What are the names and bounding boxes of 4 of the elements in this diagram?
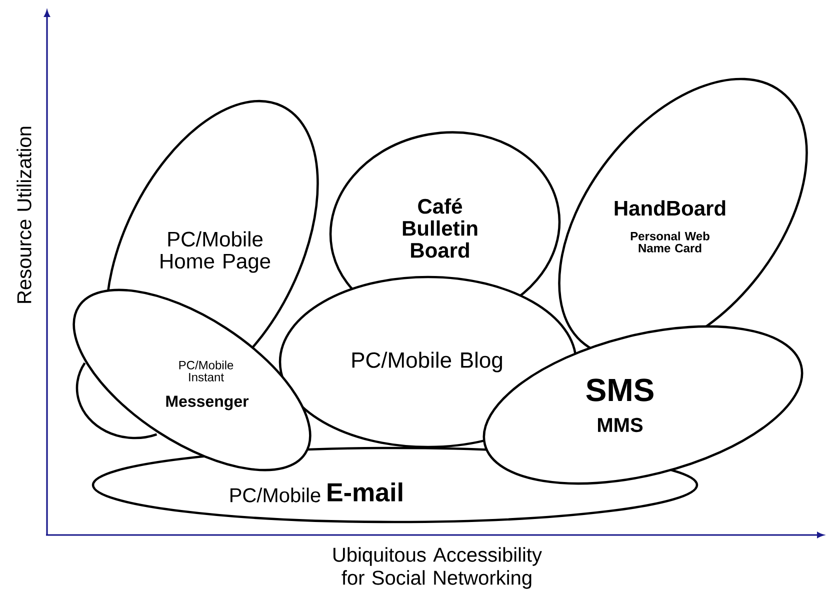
node-label: MMS [598, 418, 643, 432]
axis-label: Resource Utilization [16, 126, 32, 303]
axis-label: Ubiquitous Accessibility for Social Networking [334, 547, 542, 589]
node-label: SMS [586, 378, 654, 402]
